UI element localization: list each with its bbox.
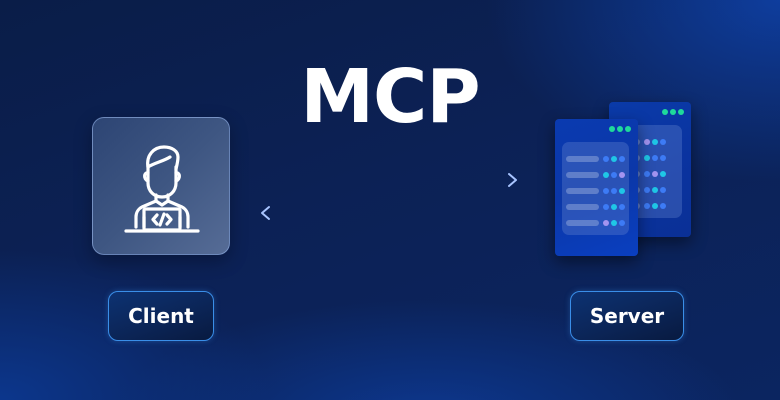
- server-row: [562, 183, 629, 199]
- status-dot: [670, 109, 676, 115]
- status-dots: [662, 109, 684, 115]
- client-label: Client: [108, 291, 214, 341]
- server-row: [562, 167, 629, 183]
- response-arrow: [261, 206, 517, 220]
- status-dot: [617, 126, 623, 132]
- server-row: [562, 199, 629, 215]
- server-row: [562, 151, 629, 167]
- status-dot: [609, 126, 615, 132]
- server-rows: [562, 142, 629, 235]
- status-dot: [625, 126, 631, 132]
- server-row: [562, 215, 629, 231]
- server-label: Server: [570, 291, 684, 341]
- client-card: [92, 117, 230, 255]
- status-dot: [678, 109, 684, 115]
- status-dot: [662, 109, 668, 115]
- status-dots: [609, 126, 631, 132]
- page-title: MCP: [300, 54, 480, 140]
- server-panel-front: [555, 119, 638, 256]
- developer-laptop-icon: [124, 145, 200, 233]
- request-arrow: [264, 173, 517, 187]
